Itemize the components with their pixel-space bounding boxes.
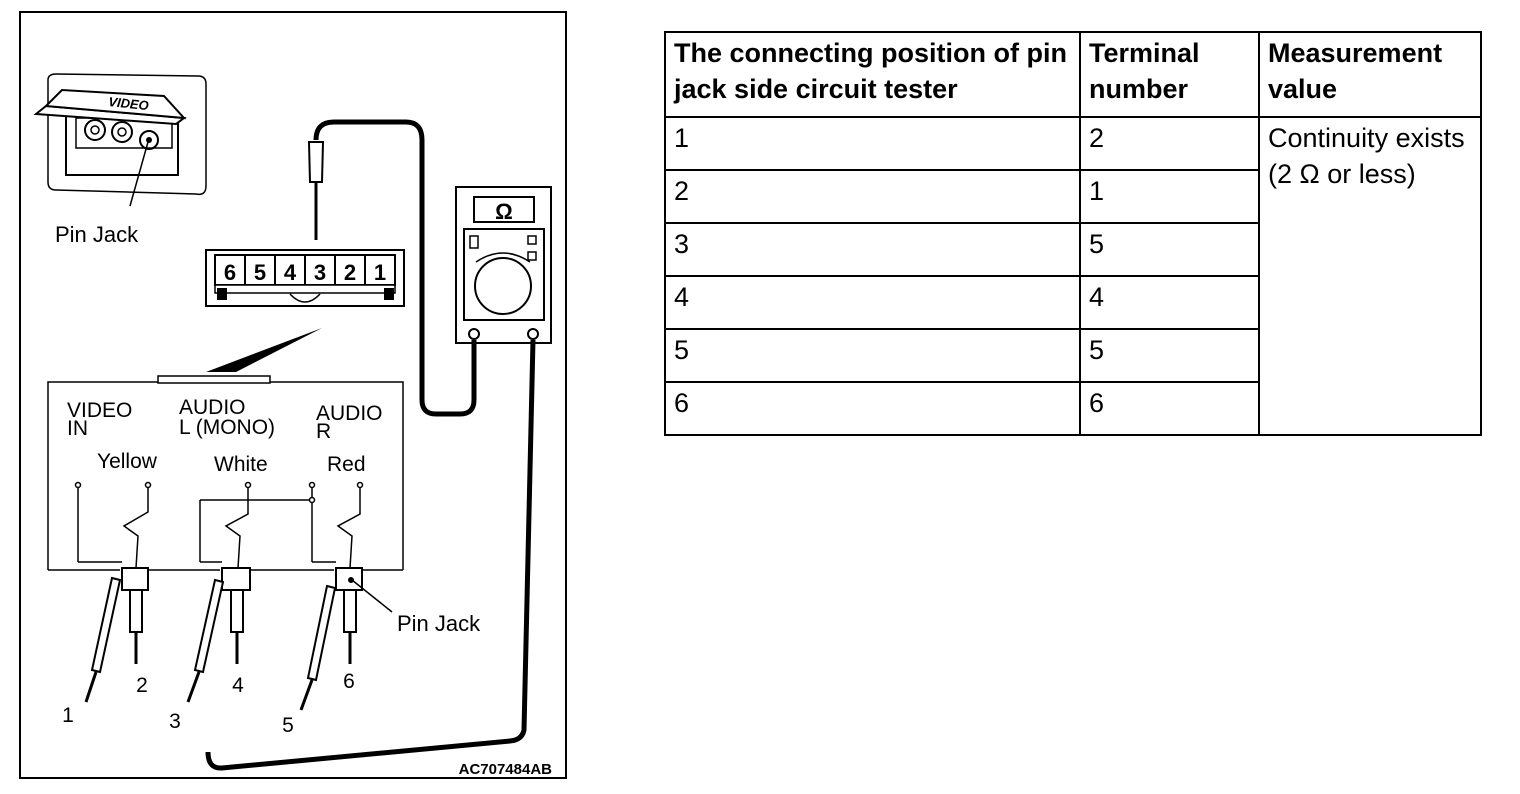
measurement-cell: Continuity exists (2 Ω or less)	[1258, 116, 1482, 436]
connector-pin-2: 2	[344, 260, 356, 285]
terminal-cell: 4	[1079, 275, 1260, 330]
connector-pin-1: 1	[374, 260, 386, 285]
probe-number-5: 5	[282, 714, 294, 737]
video-cover-label: VIDEO	[108, 94, 150, 113]
video-in-label-line1: VIDEO	[67, 399, 132, 422]
test-lead-left	[307, 119, 477, 417]
angled-probes	[84, 576, 337, 711]
pin-jack-panel	[47, 375, 404, 571]
probe-number-6: 6	[343, 670, 355, 693]
video-in-label-line2: IN	[67, 417, 88, 440]
audio-l-label-line1: AUDIO	[179, 396, 246, 419]
yellow-label: Yellow	[97, 450, 158, 473]
table-row: 3 5	[664, 222, 1481, 277]
pin-jack-illustration: VIDEO	[33, 73, 207, 207]
measurement-table: The connecting position of pin jack side…	[664, 31, 1482, 436]
terminal-cell: 2	[1079, 116, 1260, 171]
vertical-probes	[129, 589, 357, 664]
position-cell: 6	[664, 381, 1081, 436]
probe-number-2: 2	[136, 674, 148, 697]
position-cell: 5	[664, 328, 1081, 383]
harness-connector: 6 5 4 3 2 1	[205, 249, 405, 307]
connector-pin-6: 6	[224, 260, 236, 285]
audio-r-label-line2: R	[316, 420, 331, 443]
header-connecting-position: The connecting position of pin jack side…	[664, 31, 1081, 118]
terminal-dots	[74, 481, 364, 504]
white-label: White	[214, 453, 268, 476]
table-row: 1 2 Continuity exists (2 Ω or less)	[664, 116, 1482, 436]
connector-pin-3: 3	[314, 260, 326, 285]
probe-number-3: 3	[169, 710, 181, 733]
connector-pin-5: 5	[254, 260, 266, 285]
probe-number-4: 4	[232, 674, 244, 697]
pin-jack-pointer	[351, 579, 393, 613]
table-header-row: The connecting position of pin jack side…	[664, 31, 1482, 118]
terminal-cell: 1	[1079, 169, 1260, 224]
audio-l-label-line2: L (MONO)	[179, 416, 275, 439]
terminal-cell: 5	[1079, 222, 1260, 277]
pin-jack-label-side: Pin Jack	[397, 611, 481, 636]
position-cell: 3	[664, 222, 1081, 277]
audio-r-label-line1: AUDIO	[316, 402, 383, 425]
connector-pin-4: 4	[284, 260, 297, 285]
table-row: 5 5	[664, 328, 1481, 383]
terminal-cell: 6	[1079, 381, 1260, 436]
panel-wiring	[77, 486, 361, 569]
header-measurement-value: Measurement value	[1258, 31, 1482, 118]
table-row: 6 6	[664, 381, 1481, 436]
table-row: 4 4	[664, 275, 1481, 330]
position-cell: 2	[664, 169, 1081, 224]
probe-number-1: 1	[62, 704, 74, 727]
table-row: 2 1	[664, 169, 1481, 224]
pin-jack-label-top: Pin Jack	[55, 222, 139, 247]
view-pointer	[206, 328, 322, 372]
test-lead-right	[205, 339, 536, 771]
header-terminal-number: Terminal number	[1079, 31, 1260, 118]
circuit-tester-meter: Ω	[455, 186, 552, 344]
circuit-tester-diagram: VIDEO Pin Jack 6 5 4 3 2 1 Ω	[19, 11, 567, 779]
ohm-symbol: Ω	[495, 199, 513, 224]
figure-code: AC707484AB	[459, 761, 553, 778]
terminal-cell: 5	[1079, 328, 1260, 383]
red-label: Red	[327, 453, 366, 476]
position-cell: 1	[664, 116, 1081, 171]
diagram-frame	[19, 11, 567, 779]
position-cell: 4	[664, 275, 1081, 330]
